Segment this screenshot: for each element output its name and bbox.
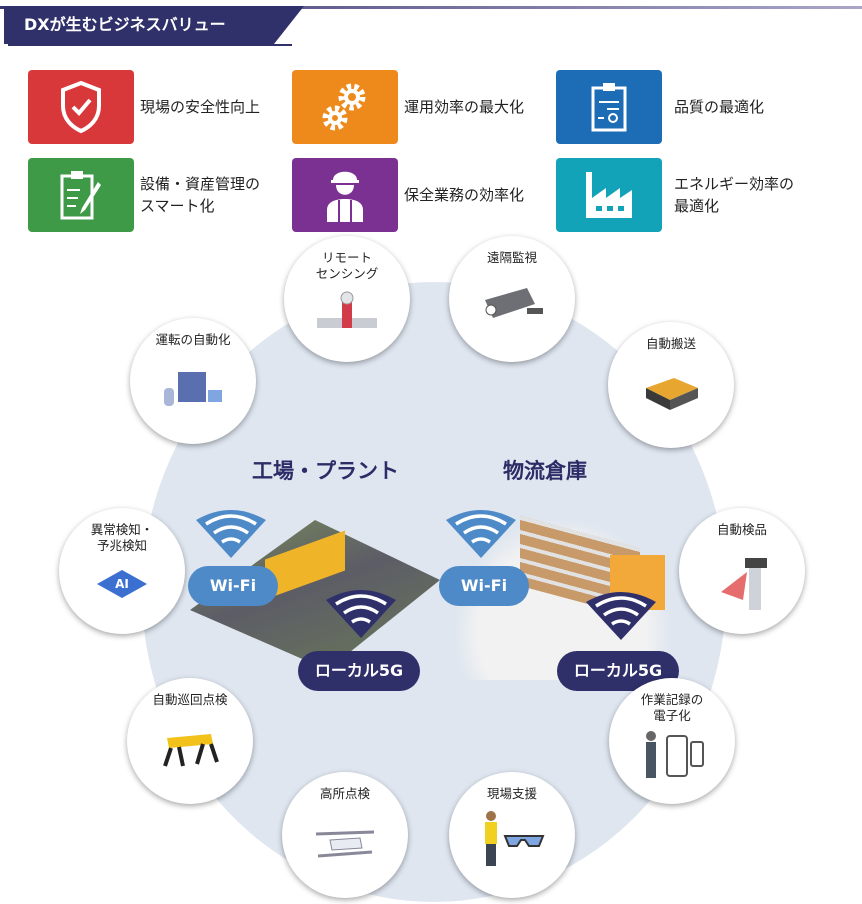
use-case-label: 自動検品 — [716, 522, 767, 537]
use-case-operation-automation: 運転の自動化 — [130, 318, 256, 444]
use-case-label: 運転の自動化 — [155, 332, 231, 347]
use-case-label: 現場支援 — [486, 786, 537, 801]
drone-icon — [315, 830, 375, 858]
title-underline — [8, 44, 292, 46]
use-case-label: 異常検知・ — [90, 522, 154, 537]
local5g-signal-icon — [326, 590, 396, 638]
factory-wifi-badge: Wi-Fi — [188, 566, 278, 606]
ai-chip-icon: AI — [97, 570, 147, 598]
factory-icon — [556, 158, 662, 232]
worker-icon — [292, 158, 398, 232]
use-case-label: 自動巡回点検 — [152, 692, 228, 707]
use-case-label: センシング — [315, 266, 379, 281]
gears-icon — [292, 70, 398, 144]
use-case-label: 自動搬送 — [645, 336, 696, 351]
use-case-automated-inspection: 自動検品 — [679, 508, 805, 634]
automated-plant-icon — [164, 372, 222, 406]
certificate-clipboard-icon — [556, 70, 662, 144]
valve-sensor-icon — [317, 291, 377, 328]
wifi-signal-icon — [446, 510, 516, 558]
use-case-label: 高所点検 — [319, 786, 370, 801]
use-case-remote-monitoring: 遠隔監視 — [449, 236, 575, 362]
factory-title: 工場・プラント — [252, 459, 399, 483]
value-label-line1: エネルギー効率の — [674, 175, 795, 193]
use-case-anomaly-detection: 異常検知・予兆検知 AI — [59, 508, 185, 634]
section-title: DXが生むビジネスバリュー — [4, 6, 304, 44]
use-case-label: 作業記録の — [640, 692, 704, 707]
inspection-scanner-icon — [721, 558, 767, 610]
warehouse-title: 物流倉庫 — [503, 459, 587, 483]
use-case-label: 電子化 — [653, 708, 691, 723]
value-label-line1: 設備・資産管理の — [140, 175, 261, 193]
value-label: 保全業務の効率化 — [404, 186, 525, 204]
value-label: 設備・資産管理のスマート化 — [140, 173, 260, 217]
use-case-label: 遠隔監視 — [486, 250, 537, 265]
local5g-signal-icon — [586, 592, 656, 640]
value-label-line2: 最適化 — [674, 197, 720, 215]
warehouse-wifi-badge: Wi-Fi — [439, 566, 529, 606]
clipboard-pen-icon — [28, 158, 134, 232]
security-camera-icon — [485, 288, 543, 318]
use-case-high-place-inspection: 高所点検 — [282, 772, 408, 898]
use-case-label: 予兆検知 — [96, 538, 147, 553]
value-label-line2: スマート化 — [140, 197, 215, 215]
use-case-digital-work-records: 作業記録の電子化 — [609, 678, 735, 804]
use-case-label: リモート — [321, 250, 372, 265]
value-label: 運用効率の最大化 — [404, 98, 525, 116]
wifi-signal-icon — [196, 510, 266, 558]
worker-tablet-icon — [646, 731, 704, 778]
robot-dog-icon — [163, 734, 219, 767]
use-case-remote-sensing: リモートセンシング — [284, 236, 410, 362]
use-case-field-support: 現場支援 — [449, 772, 575, 898]
top-rule — [0, 6, 862, 9]
factory-local5g-badge: ローカル5G — [298, 651, 420, 691]
use-case-automated-patrol: 自動巡回点検 — [127, 678, 253, 804]
value-label: 品質の最適化 — [674, 98, 765, 116]
value-label: エネルギー効率の最適化 — [674, 173, 794, 217]
worker-smart-glasses-icon — [485, 811, 545, 866]
use-case-automated-transport: 自動搬送 — [608, 322, 734, 448]
svg-text:AI: AI — [115, 577, 129, 591]
agv-robot-icon — [646, 378, 698, 410]
value-label: 現場の安全性向上 — [140, 98, 261, 116]
shield-check-icon — [28, 70, 134, 144]
